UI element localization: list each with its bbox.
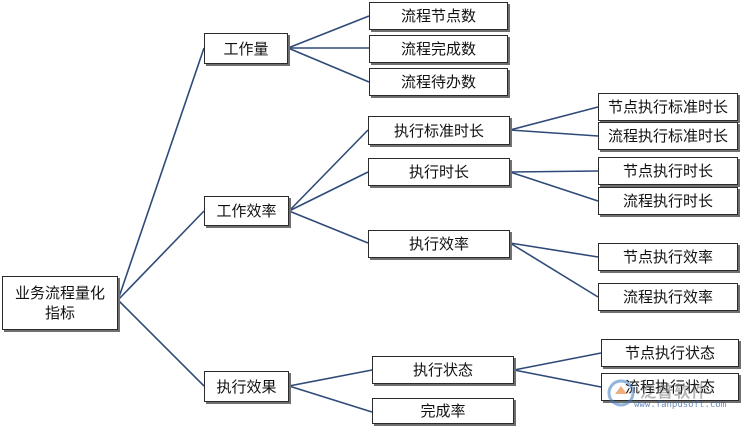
edge-efficiency-std-duration [288,129,369,212]
edge-duration-process [509,171,599,202]
category-effect: 执行效果 [204,371,289,402]
leaf-process-duration-label: 流程执行时长 [622,192,713,210]
root-node: 业务流程量化 指标 [2,276,118,330]
leaf-node-exec-status: 节点执行状态 [601,339,739,367]
edge-effect-completion [288,385,373,413]
edge-efficiency-rate [288,210,369,244]
leaf-node-duration: 节点执行时长 [598,157,738,185]
root-label-line2: 指标 [44,304,75,322]
leaf-process-node-count-label: 流程节点数 [400,7,476,25]
leaf-process-exec-rate: 流程执行效率 [598,283,738,311]
sub-exec-rate-label: 执行效率 [408,235,469,253]
leaf-process-todo-count: 流程待办数 [369,68,508,96]
edge-root-effect [117,299,205,387]
leaf-completion-rate-label: 完成率 [420,402,466,420]
leaf-process-node-count: 流程节点数 [369,2,508,30]
leaf-process-exec-status: 流程执行状态 [601,373,739,401]
leaf-node-std-duration: 节点执行标准时长 [598,93,738,121]
edge-efficiency-duration [288,171,369,212]
category-workload: 工作量 [204,33,288,64]
edge-rate-node [509,242,599,258]
edge-effect-status [288,369,373,387]
leaf-process-duration: 流程执行时长 [598,187,738,215]
sub-std-duration: 执行标准时长 [368,116,510,145]
edge-root-efficiency [117,210,205,301]
sub-exec-rate: 执行效率 [368,230,510,258]
edge-status-node [513,352,602,371]
edge-status-process [513,369,602,388]
leaf-process-exec-status-label: 流程执行状态 [624,378,715,396]
leaf-process-todo-count-label: 流程待办数 [400,73,476,91]
leaf-process-std-duration: 流程执行标准时长 [598,122,738,150]
category-workload-label: 工作量 [223,39,269,58]
sub-exec-status-label: 执行状态 [412,361,473,379]
edge-std-process [509,129,599,137]
sub-std-duration-label: 执行标准时长 [393,121,484,140]
leaf-process-done-count: 流程完成数 [369,35,508,63]
root-label-line1: 业务流程量化 [14,284,105,302]
edge-std-node [509,106,599,131]
leaf-node-std-duration-label: 节点执行标准时长 [607,98,728,116]
leaf-node-exec-rate: 节点执行效率 [598,243,738,271]
sub-duration-label: 执行时长 [408,163,469,181]
edge-workload-node-count [287,15,370,49]
edge-root-workload [117,47,205,301]
leaf-node-duration-label: 节点执行时长 [622,162,713,180]
category-efficiency: 工作效率 [204,196,289,226]
leaf-node-exec-rate-label: 节点执行效率 [622,248,713,266]
sub-exec-status: 执行状态 [372,356,514,384]
edge-rate-process [509,242,599,298]
leaf-node-exec-status-label: 节点执行状态 [624,344,715,362]
sub-duration: 执行时长 [368,158,510,186]
category-efficiency-label: 工作效率 [216,202,277,220]
leaf-process-std-duration-label: 流程执行标准时长 [607,127,728,145]
leaf-process-done-count-label: 流程完成数 [400,40,476,58]
edge-workload-todo-count [287,47,370,83]
leaf-process-exec-rate-label: 流程执行效率 [622,288,713,306]
category-effect-label: 执行效果 [216,377,277,396]
leaf-completion-rate: 完成率 [372,398,514,424]
edge-duration-node [509,170,599,173]
